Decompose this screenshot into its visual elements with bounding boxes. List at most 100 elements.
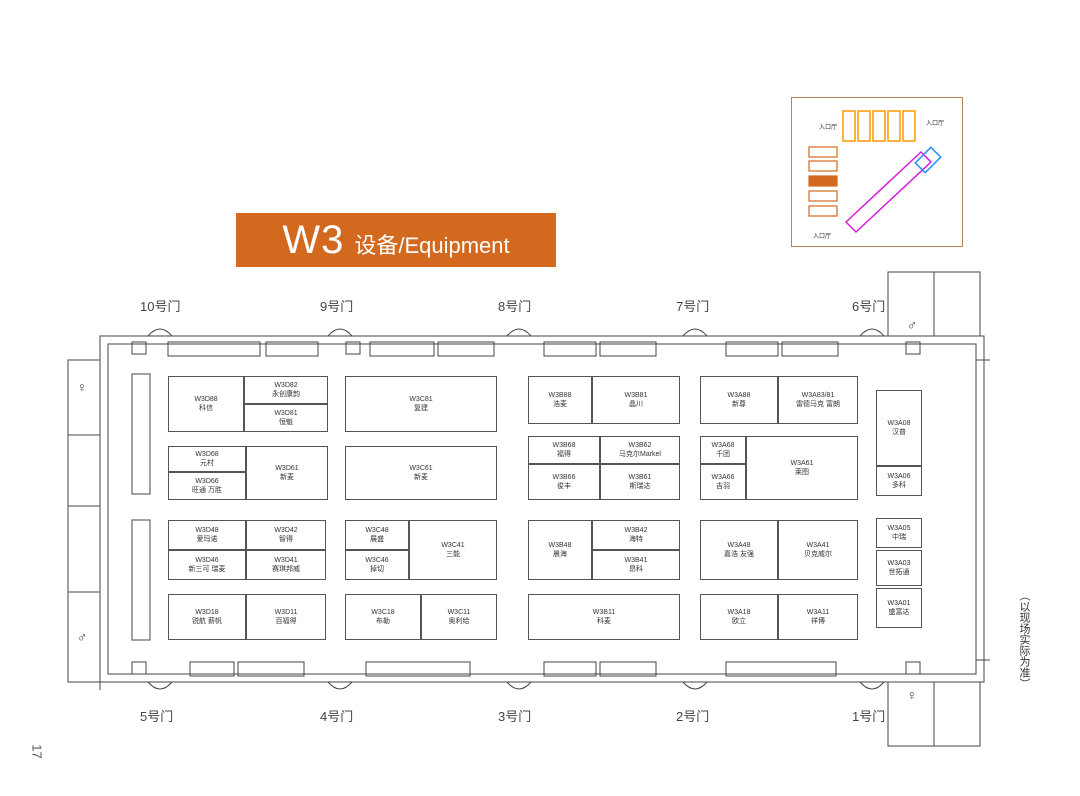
gate-top-9: 9号门 bbox=[320, 299, 354, 314]
booth-name: 锐航 薪帆 bbox=[192, 618, 222, 625]
booth-id: W3C46 bbox=[365, 557, 389, 564]
svg-text:♀: ♀ bbox=[907, 687, 918, 703]
booth-name: 中瑞 bbox=[892, 534, 906, 541]
booth-w3b68[interactable]: W3B68 福得 bbox=[528, 436, 600, 464]
minimap-entrance-right: 入口厅 bbox=[926, 120, 944, 127]
booth-id: W3D48 bbox=[195, 527, 219, 534]
booth-w3a05[interactable]: W3A05 中瑞 bbox=[876, 518, 922, 548]
booth-name: 千团 bbox=[716, 451, 730, 458]
booth-w3a11[interactable]: W3A11 祥博 bbox=[778, 594, 858, 640]
booth-name: 世拓通 bbox=[888, 569, 910, 576]
booth-name: 新三可 瑞麦 bbox=[188, 566, 226, 573]
booth-name: 俊丰 bbox=[557, 483, 571, 490]
booth-w3b66[interactable]: W3B66 俊丰 bbox=[528, 464, 600, 500]
gate-bottom-4: 4号门 bbox=[320, 709, 354, 724]
booth-w3a68[interactable]: W3A68 千团 bbox=[700, 436, 746, 464]
booth-id: W3B66 bbox=[552, 474, 576, 481]
booth-name: 新麦 bbox=[414, 474, 428, 481]
booth-name: 元村 bbox=[200, 460, 214, 467]
booth-id: W3A68 bbox=[711, 442, 735, 449]
booth-name: 赛琪邦威 bbox=[272, 566, 300, 573]
minimap-entrance-top: 入口厅 bbox=[819, 124, 837, 131]
gate-top-8: 8号门 bbox=[498, 299, 532, 314]
booth-name: 晶川 bbox=[629, 401, 643, 408]
site-minimap: 入口厅 入口厅 入口厅 bbox=[791, 97, 963, 247]
booth-name: 海特 bbox=[629, 536, 643, 543]
booth-id: W3B68 bbox=[552, 442, 576, 449]
booth-id: W3C18 bbox=[371, 609, 395, 616]
booth-name: 新尊 bbox=[732, 401, 746, 408]
booth-id: W3B81 bbox=[624, 392, 648, 399]
booth-name: 祥博 bbox=[811, 618, 825, 625]
booth-id: W3A05 bbox=[887, 525, 911, 532]
booth-id: W3A11 bbox=[806, 609, 830, 616]
booth-id: W3A18 bbox=[727, 609, 751, 616]
booth-name: 马克尔Markel bbox=[618, 451, 661, 458]
booth-w3b62[interactable]: W3B62 马克尔Markel bbox=[600, 436, 680, 464]
booth-w3d48[interactable]: W3D48 爱玛诺 bbox=[168, 520, 246, 550]
booth-name: 奥利给 bbox=[448, 618, 470, 625]
booth-name: 爱玛诺 bbox=[196, 536, 218, 543]
booth-id: W3B62 bbox=[628, 442, 652, 449]
booth-name: 旺通 万胜 bbox=[192, 487, 222, 494]
gate-top-10: 10号门 bbox=[140, 299, 181, 314]
booth-id: W3D18 bbox=[195, 609, 219, 616]
booth-id: W3B11 bbox=[592, 609, 616, 616]
booth-id: W3B41 bbox=[624, 557, 648, 564]
booth-w3d18[interactable]: W3D18 锐航 薪帆 bbox=[168, 594, 246, 640]
svg-text:♂: ♂ bbox=[77, 629, 88, 645]
gate-bottom-1: 1号门 bbox=[852, 709, 886, 724]
booth-name: 嘉浩 友强 bbox=[724, 551, 754, 558]
booth-id: W3A61 bbox=[790, 460, 814, 467]
booth-name: 吉羽 bbox=[716, 483, 730, 490]
page-number: 17 bbox=[29, 744, 45, 759]
booth-name: 科麦 bbox=[597, 618, 611, 625]
booth-w3c61[interactable]: W3C61 新麦 bbox=[345, 446, 497, 500]
gate-top-6: 6号门 bbox=[852, 299, 886, 314]
booth-id: W3D81 bbox=[274, 410, 298, 417]
booth-id: W3D66 bbox=[195, 478, 219, 485]
booth-w3b81[interactable]: W3B81 晶川 bbox=[592, 376, 680, 424]
booth-id: W3C61 bbox=[409, 465, 433, 472]
hall-subtitle: 设备/Equipment bbox=[354, 233, 510, 258]
booth-w3b11[interactable]: W3B11 科麦 bbox=[528, 594, 680, 640]
booth-id: W3D11 bbox=[274, 609, 298, 616]
booth-w3d66[interactable]: W3D66 旺通 万胜 bbox=[168, 472, 246, 500]
booth-id: W3C81 bbox=[409, 396, 433, 403]
gate-bottom-2: 2号门 bbox=[676, 709, 710, 724]
booth-id: W3B88 bbox=[548, 392, 572, 399]
booth-name: 汉普 bbox=[892, 429, 906, 436]
booth-name: 福得 bbox=[557, 451, 571, 458]
